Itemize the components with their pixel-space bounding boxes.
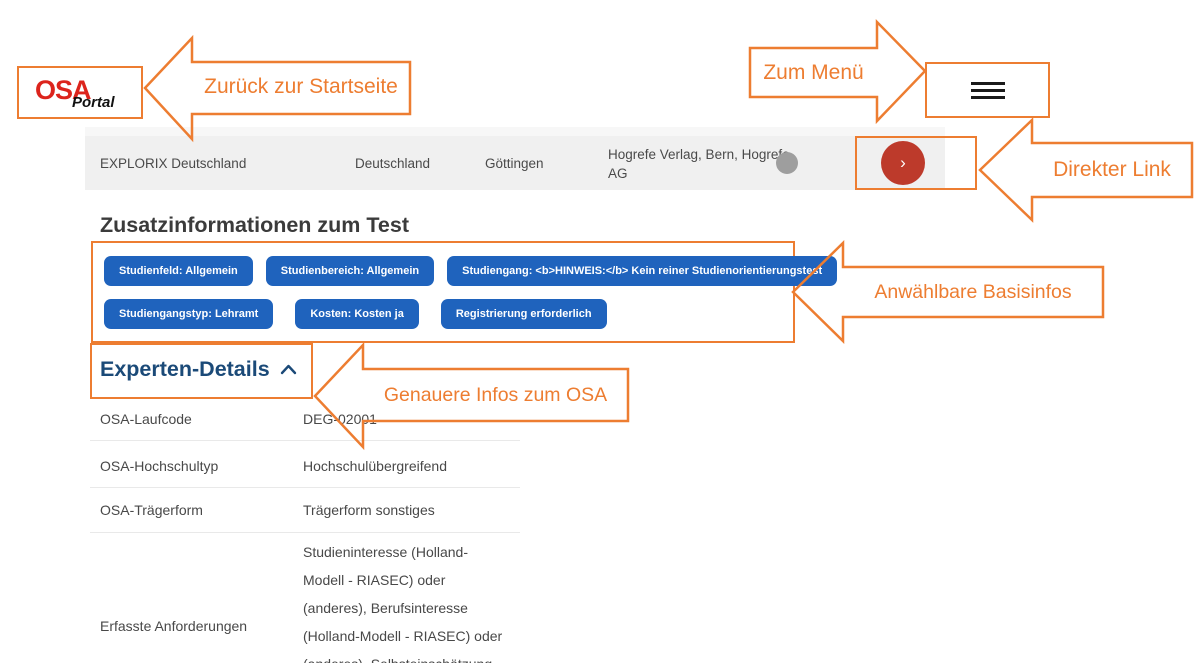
row-city: Göttingen (485, 156, 544, 171)
row-test-name: EXPLORIX Deutschland (100, 156, 247, 171)
badge-studienbereich[interactable]: Studienbereich: Allgemein (265, 256, 435, 286)
badge-studiengang[interactable]: Studiengang: <b>HINWEIS:</b> Kein reiner… (447, 256, 838, 286)
detail-value: Trägerform sonstiges (303, 502, 435, 518)
detail-value: Hochschulübergreifend (303, 458, 447, 474)
arrow-left-direct-link (978, 117, 1194, 223)
experten-details-frame (90, 343, 313, 399)
table-row-top-strip (85, 127, 945, 136)
badge-studienfeld[interactable]: Studienfeld: Allgemein (104, 256, 253, 286)
detail-label: OSA-Hochschultyp (100, 458, 219, 474)
row-divider (90, 487, 520, 488)
experten-details-label: Experten-Details (100, 357, 270, 381)
annotation-back-home: Zurück zur Startseite (204, 75, 398, 98)
logo-osa-text: OSA (35, 75, 92, 105)
arrow-left-back-home (143, 34, 412, 143)
arrow-left-expert-infos (313, 341, 630, 451)
section-title-zusatzinformationen: Zusatzinformationen zum Test (100, 213, 409, 237)
arrow-left-basis-infos (791, 240, 1105, 344)
osa-portal-logo[interactable]: OSA Portal (17, 66, 143, 119)
badge-studiengangstyp[interactable]: Studiengangstyp: Lehramt (104, 299, 274, 329)
annotation-basis-infos: Anwählbare Basisinfos (874, 281, 1072, 303)
annotation-direct-link: Direkter Link (1053, 158, 1171, 181)
row-divider (90, 440, 520, 441)
detail-label: OSA-Laufcode (100, 411, 192, 427)
hamburger-menu-button[interactable] (925, 62, 1050, 118)
detail-value: DEG-02001 (303, 411, 377, 427)
detail-label: OSA-Trägerform (100, 502, 203, 518)
table-row[interactable]: EXPLORIX Deutschland Deutschland Götting… (85, 136, 945, 190)
arrow-right-to-menu (748, 18, 927, 125)
experten-details-toggle[interactable]: Experten-Details (100, 357, 297, 382)
direct-link-button[interactable]: › (881, 141, 925, 185)
basisinfo-badges-panel: Studienfeld: Allgemein Studienbereich: A… (91, 241, 838, 343)
logo-portal-text: Portal (72, 94, 115, 111)
annotation-to-menu: Zum Menü (763, 61, 864, 84)
chevron-up-icon (280, 364, 296, 375)
hamburger-icon (970, 81, 1005, 85)
row-divider (90, 532, 520, 533)
status-dot (776, 152, 798, 174)
row-publisher: Hogrefe Verlag, Bern, Hogrefe AG (608, 147, 790, 181)
chevron-right-icon: › (900, 153, 906, 172)
row-country: Deutschland (355, 156, 431, 171)
badge-kosten[interactable]: Kosten: Kosten ja (295, 299, 419, 329)
detail-value: Studieninteresse (Holland- Modell - RIAS… (303, 544, 503, 663)
detail-label: Erfasste Anforderungen (100, 618, 248, 634)
badge-registrierung[interactable]: Registrierung erforderlich (440, 299, 607, 329)
annotation-expert-infos: Genauere Infos zum OSA (383, 384, 608, 406)
